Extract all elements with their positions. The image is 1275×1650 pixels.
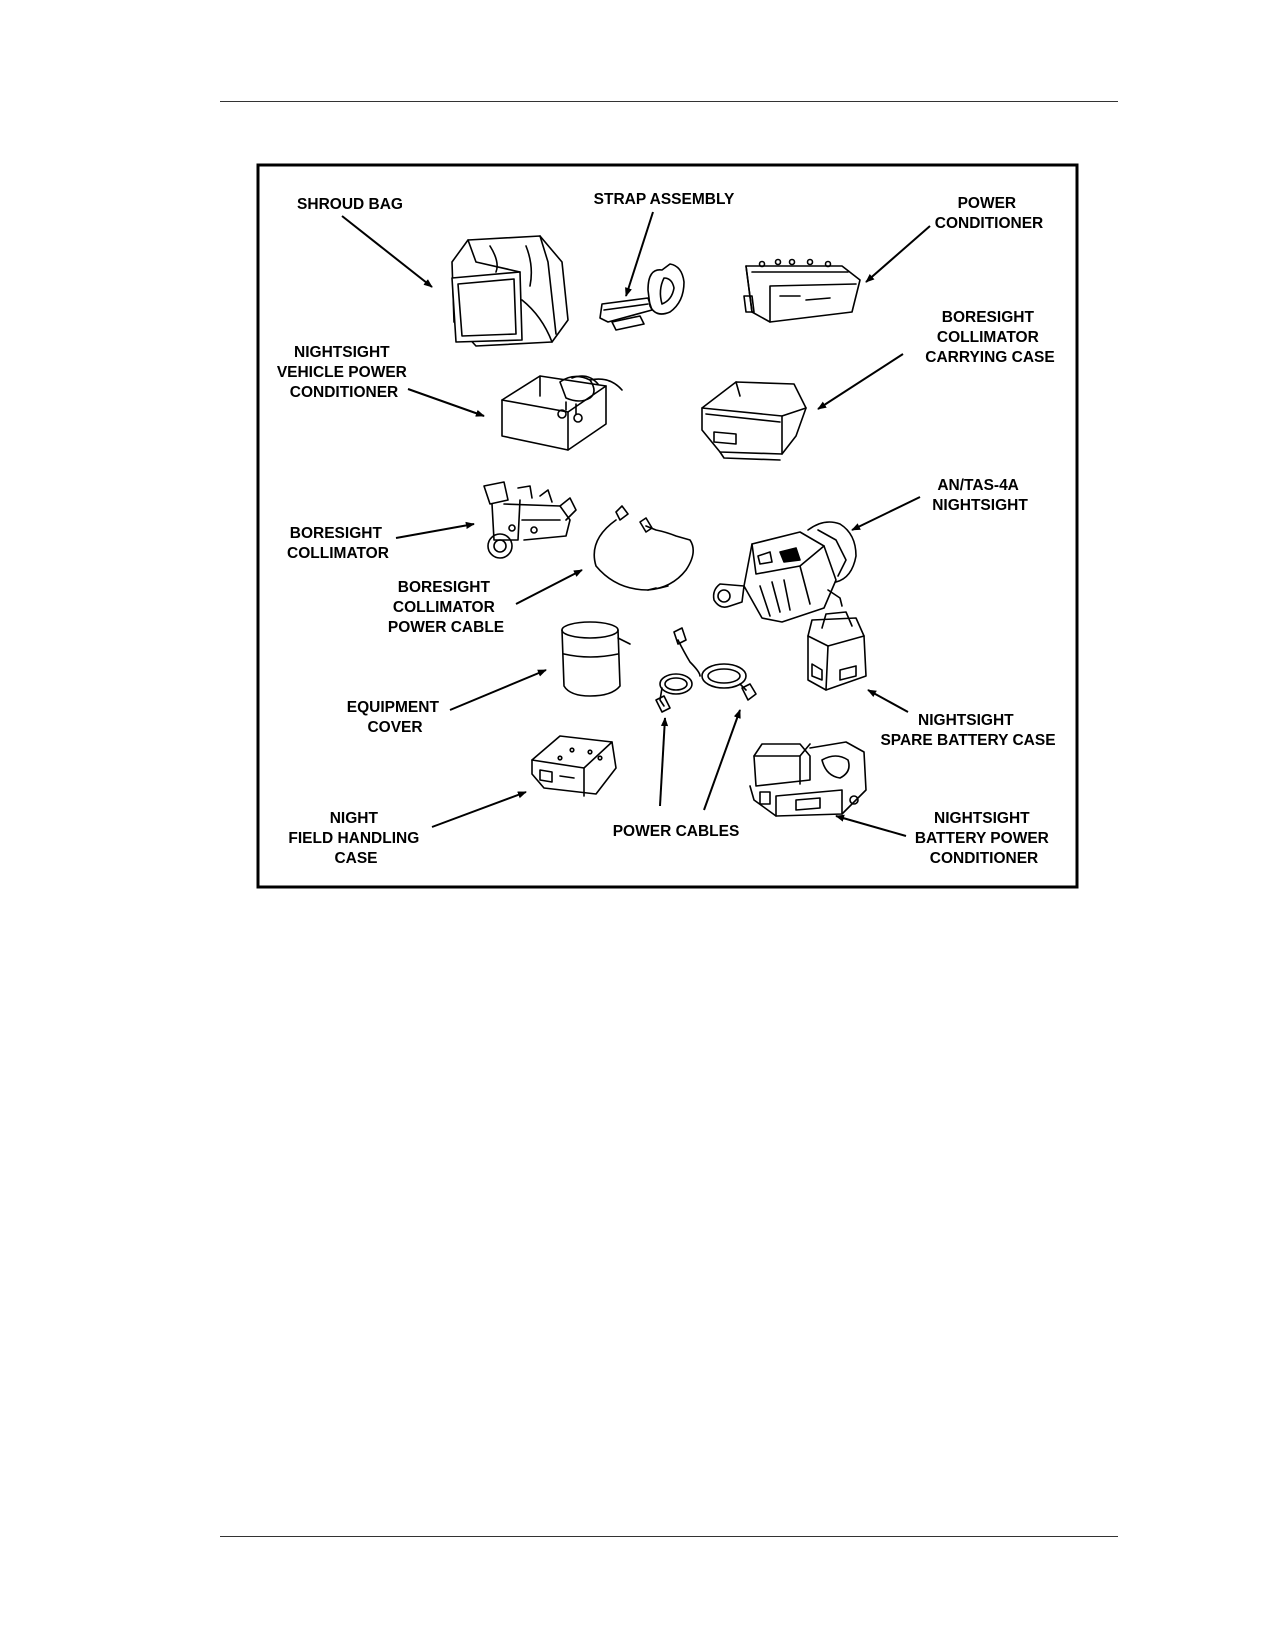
arrow-power-cables-left	[659, 717, 669, 807]
boresight-collimator-illustration	[483, 481, 577, 559]
figure-frame	[256, 163, 1079, 889]
arrow-power-cables-right	[703, 709, 741, 811]
arrow-nightsight	[851, 496, 921, 531]
arrow-collimator-power-cable	[515, 569, 583, 605]
arrow-battery-power-conditioner	[835, 814, 907, 837]
arrow-collimator-carrying-case	[817, 353, 904, 410]
power-conditioner-illustration	[743, 258, 861, 323]
arrow-shroud-bag	[341, 215, 433, 288]
header-rule	[220, 101, 1118, 102]
shroud-bag-illustration	[451, 235, 569, 347]
label-battery-power-conditioner: NIGHTSIGHT BATTERY POWER CONDITIONER	[915, 810, 1053, 867]
arrow-equipment-cover	[449, 669, 547, 711]
arrow-strap-assembly	[625, 211, 654, 297]
nightsight-illustration	[712, 521, 857, 623]
power-cables-illustration	[655, 627, 757, 713]
arrow-vehicle-power-conditioner	[407, 388, 485, 417]
arrow-field-handling-case	[431, 791, 527, 828]
arrow-spare-battery-case	[867, 689, 909, 713]
vehicle-power-conditioner-illustration	[501, 375, 623, 451]
arrow-boresight-collimator	[395, 521, 475, 539]
footer-rule	[220, 1536, 1118, 1537]
collimator-power-cable-illustration	[593, 505, 694, 591]
field-handling-case-illustration	[531, 735, 617, 797]
arrow-power-conditioner	[865, 225, 931, 283]
spare-battery-case-illustration	[807, 611, 867, 691]
label-vehicle-power-conditioner: NIGHTSIGHT VEHICLE POWER CONDITIONER	[277, 344, 411, 401]
collimator-carrying-case-illustration	[701, 381, 807, 461]
label-spare-battery-case: NIGHTSIGHT SPARE BATTERY CASE	[880, 712, 1055, 749]
label-boresight-collimator: BORESIGHT COLLIMATOR	[287, 525, 389, 562]
label-collimator-carrying-case: BORESIGHT COLLIMATOR CARRYING CASE	[925, 309, 1054, 366]
label-power-conditioner: POWER CONDITIONER	[935, 195, 1044, 232]
label-field-handling-case: NIGHT FIELD HANDLING CASE	[288, 810, 423, 867]
label-shroud-bag: SHROUD BAG	[297, 196, 403, 213]
equipment-cover-illustration	[561, 621, 631, 697]
label-power-cables: POWER CABLES	[613, 823, 740, 840]
label-collimator-power-cable: BORESIGHT COLLIMATOR POWER CABLE	[388, 579, 504, 636]
label-strap-assembly: STRAP ASSEMBLY	[594, 191, 735, 208]
label-nightsight: AN/TAS-4A NIGHTSIGHT	[932, 477, 1028, 514]
label-equipment-cover: EQUIPMENT COVER	[347, 699, 443, 736]
battery-power-conditioner-illustration	[749, 741, 867, 817]
strap-assembly-illustration	[599, 263, 685, 331]
